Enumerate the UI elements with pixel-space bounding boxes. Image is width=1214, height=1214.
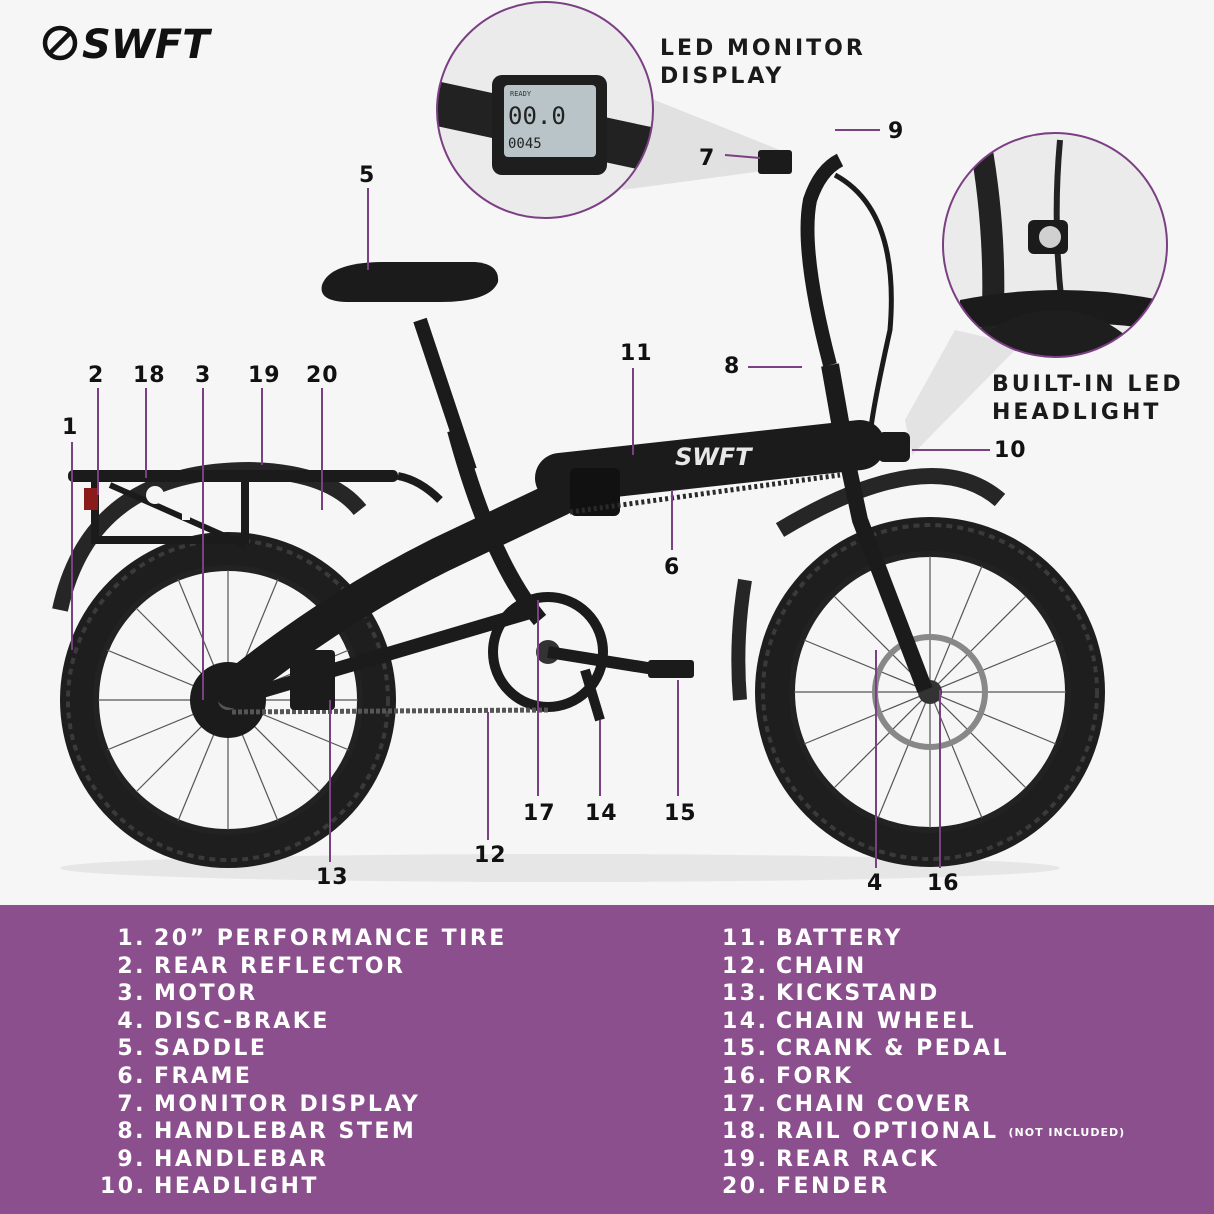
legend-item: 17.CHAIN COVER xyxy=(722,1091,973,1117)
callout-numbers: 1 2 3 4 5 6 7 8 9 10 11 12 13 14 15 16 1… xyxy=(62,119,1027,896)
lcd-screen xyxy=(504,85,596,157)
legend-item: 13.KICKSTAND xyxy=(722,981,940,1007)
callout-18: 18 xyxy=(133,363,166,388)
callout-8: 8 xyxy=(724,354,740,379)
callout-9: 9 xyxy=(888,119,904,144)
legend-right-column: 11.BATTERY 12.CHAIN 13.KICKSTAND 14.CHAI… xyxy=(722,925,1125,1201)
headlight-zoom xyxy=(942,132,1168,358)
callout-6: 6 xyxy=(664,555,680,580)
callout-2: 2 xyxy=(88,363,104,388)
display-zoom: READY 00.0 0045 xyxy=(436,1,654,219)
chain-wheel xyxy=(488,592,608,712)
rear-reflector xyxy=(84,488,98,510)
legend-item: 11.BATTERY xyxy=(722,926,903,951)
callout-7: 7 xyxy=(699,146,715,171)
monitor-display xyxy=(758,150,792,174)
callout-17: 17 xyxy=(523,801,556,826)
lcd-mode: READY xyxy=(510,90,532,98)
front-wheel xyxy=(755,517,1105,867)
logo-text: SWFT xyxy=(82,22,212,68)
handlebar-stem xyxy=(821,363,854,452)
legend-item: 20.FENDER xyxy=(722,1174,890,1200)
callout-20: 20 xyxy=(306,363,339,388)
bike-diagram: SWFT xyxy=(42,1,1184,896)
callout-10: 10 xyxy=(994,438,1027,463)
bike-frame xyxy=(214,153,933,708)
legend-item: 2.REAR REFLECTOR xyxy=(117,953,406,979)
parts-legend: 1.20” PERFORMANCE TIRE 2.REAR REFLECTOR … xyxy=(0,905,1214,1214)
legend-item: 15.CRANK & PEDAL xyxy=(722,1036,1010,1062)
callout-14: 14 xyxy=(585,801,618,826)
front-fender xyxy=(775,468,1006,537)
leader-lines xyxy=(71,129,990,868)
chain xyxy=(231,707,549,715)
lcd-speed: 00.0 xyxy=(508,102,566,130)
legend-item: 18.RAIL OPTIONAL(NOT INCLUDED) xyxy=(722,1119,1126,1145)
legend-item: 19.REAR RACK xyxy=(722,1146,940,1172)
callout-12: 12 xyxy=(474,843,507,868)
ground-shadow xyxy=(60,854,1060,882)
fork xyxy=(837,448,933,693)
legend-item: 8.HANDLEBAR STEM xyxy=(117,1119,417,1145)
headlight xyxy=(878,432,910,462)
legend-item: 3.MOTOR xyxy=(117,981,258,1007)
callout-15: 15 xyxy=(664,801,697,826)
headlight-caption-1: BUILT-IN LED xyxy=(992,372,1184,397)
legend-item: 6.FRAME xyxy=(117,1063,253,1089)
brand-logo: SWFT xyxy=(42,22,212,68)
callout-4: 4 xyxy=(867,871,883,896)
callout-16: 16 xyxy=(927,871,960,896)
crank-arm xyxy=(547,646,661,676)
legend-item: 12.CHAIN xyxy=(722,953,867,979)
legend-item: 10.HEADLIGHT xyxy=(100,1174,319,1200)
legend-item: 9.HANDLEBAR xyxy=(117,1146,329,1172)
pedal xyxy=(648,660,694,678)
handlebar xyxy=(800,153,844,367)
legend-item: 4.DISC-BRAKE xyxy=(117,1008,330,1034)
legend-item: 7.MONITOR DISPLAY xyxy=(117,1091,421,1117)
headlight-zoom-cone xyxy=(905,330,1020,455)
headlight-caption-2: HEADLIGHT xyxy=(992,400,1161,425)
frame-logo: SWFT xyxy=(675,443,753,471)
bike-illustration: SWFT xyxy=(42,1,1184,896)
cables xyxy=(833,172,894,441)
legend-item: 5.SADDLE xyxy=(117,1036,268,1062)
callout-13: 13 xyxy=(316,865,349,890)
seatpost xyxy=(413,317,477,473)
legend-item: 1.20” PERFORMANCE TIRE xyxy=(117,926,507,951)
legend-note: (NOT INCLUDED) xyxy=(1008,1126,1126,1140)
legend-item: 16.FORK xyxy=(722,1063,854,1089)
display-zoom-cone xyxy=(622,95,780,190)
callout-3: 3 xyxy=(195,363,211,388)
kickstand-arm xyxy=(580,668,605,722)
callout-1: 1 xyxy=(62,415,78,440)
display-caption-2: DISPLAY xyxy=(660,64,784,89)
kickstand xyxy=(290,650,335,710)
callout-19: 19 xyxy=(248,363,281,388)
callout-5: 5 xyxy=(359,163,375,188)
legend-item: 14.CHAIN WHEEL xyxy=(722,1008,977,1034)
callout-11: 11 xyxy=(620,341,653,366)
rear-rack xyxy=(68,470,443,548)
fold-hinge xyxy=(570,468,620,516)
swft-logo-icon xyxy=(42,25,78,61)
saddle xyxy=(321,262,499,302)
lcd-odo: 0045 xyxy=(508,136,542,152)
display-caption-1: LED MONITOR xyxy=(660,36,866,61)
legend-left-column: 1.20” PERFORMANCE TIRE 2.REAR REFLECTOR … xyxy=(100,925,507,1201)
drivetrain xyxy=(231,592,694,722)
